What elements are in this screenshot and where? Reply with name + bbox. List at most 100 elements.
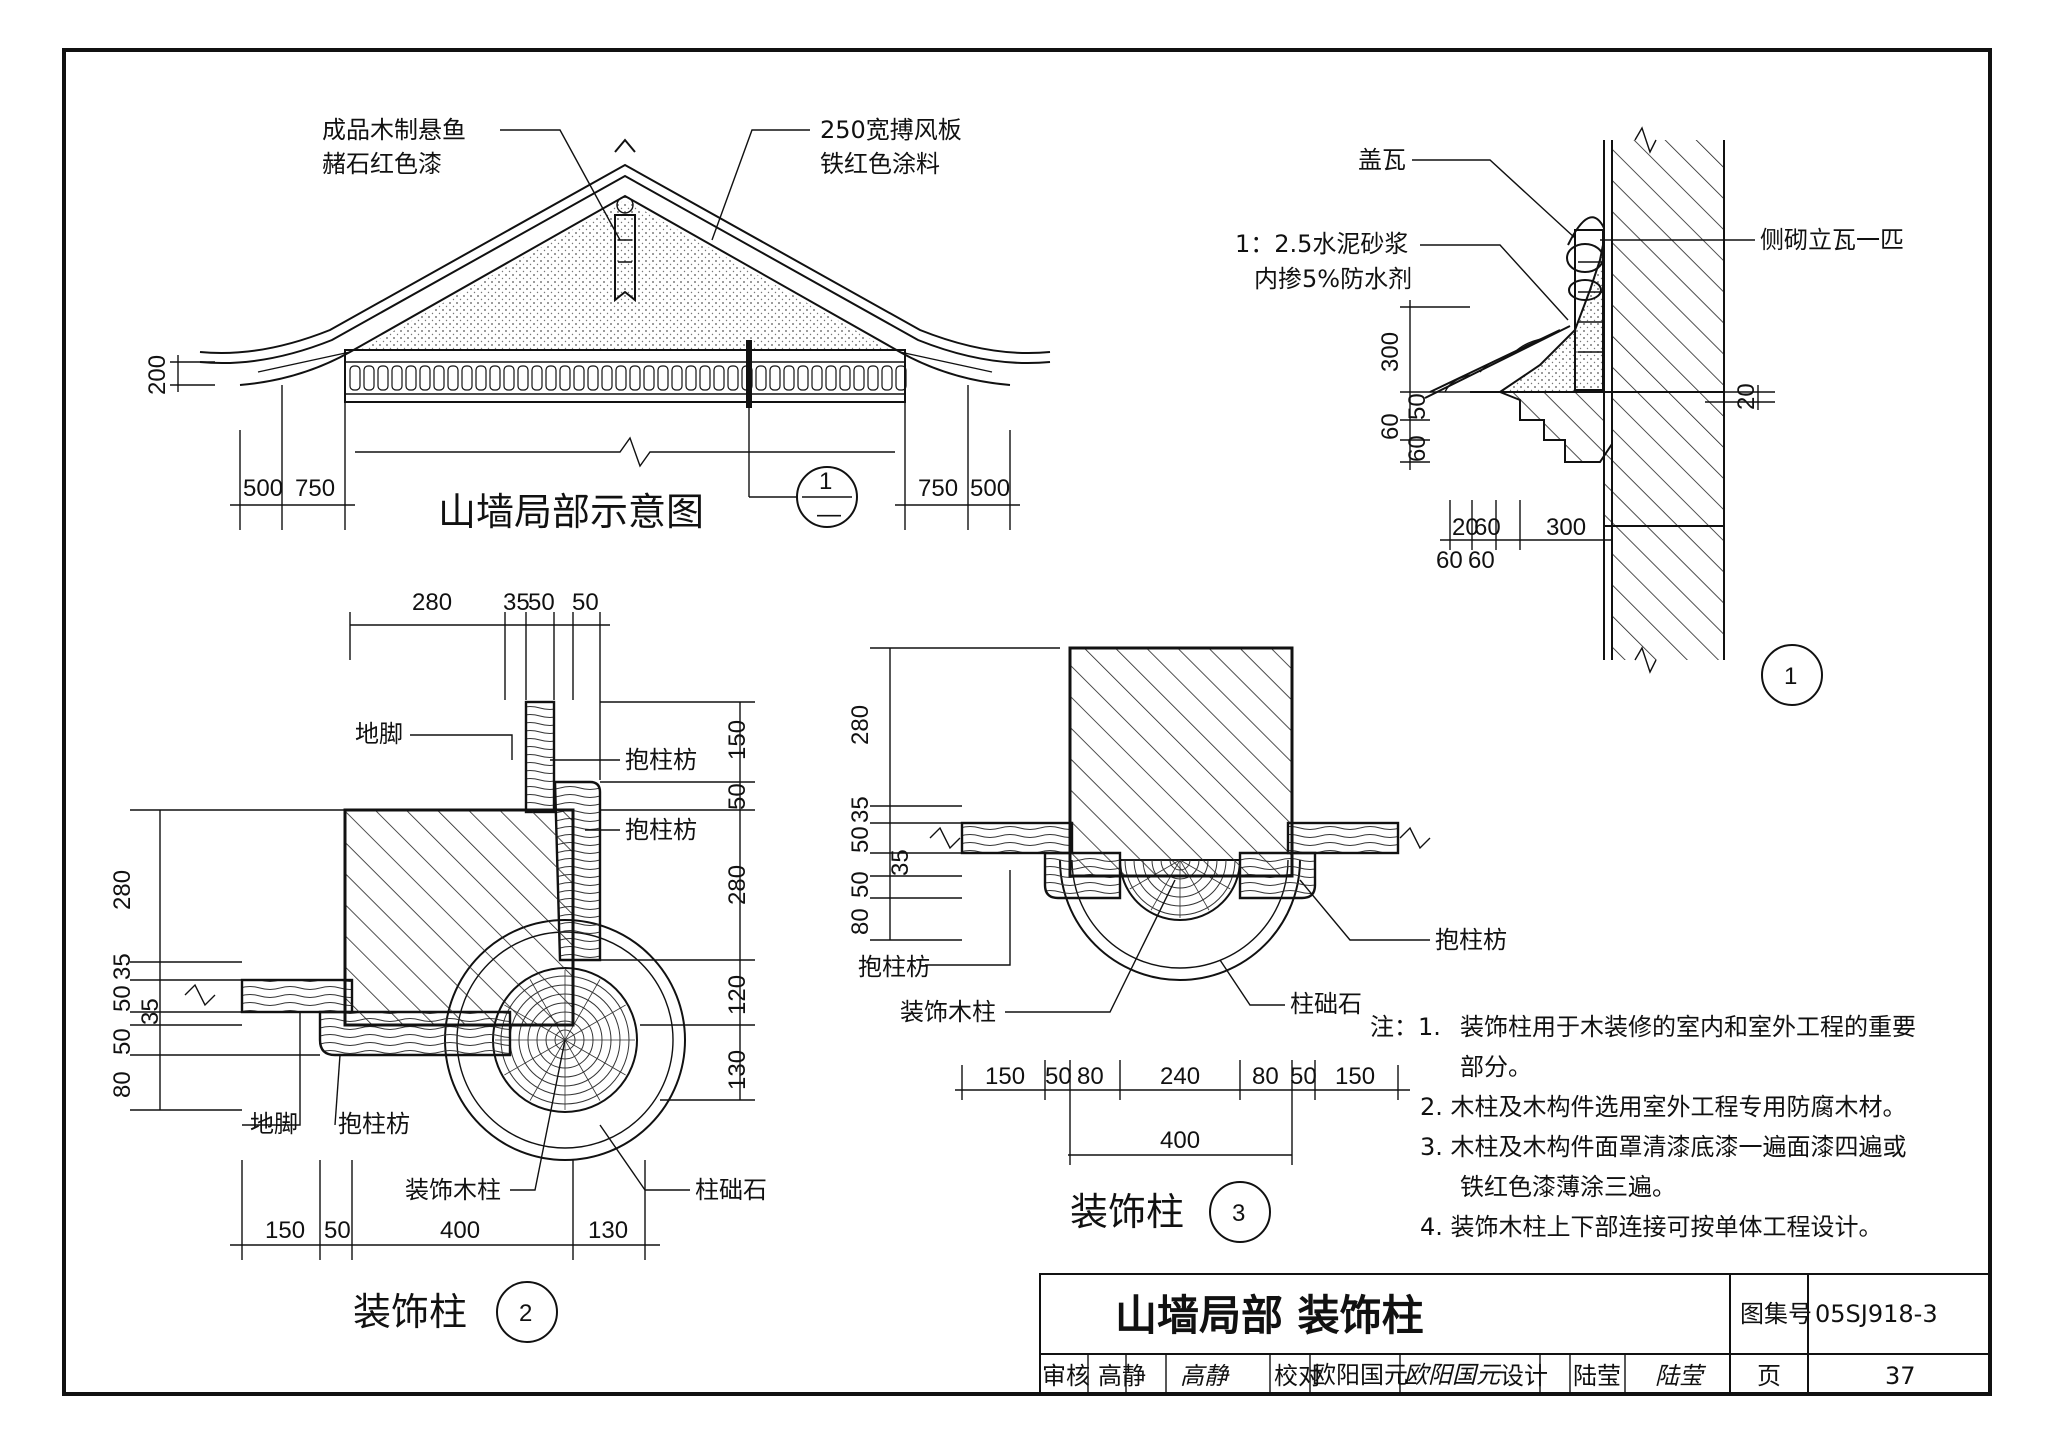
d3-caption: 装饰柱 xyxy=(1070,1190,1184,1234)
d2-mark: 2 xyxy=(519,1300,532,1327)
d1-label-mortar-1: 1：2.5水泥砂浆 xyxy=(1235,230,1408,258)
d1-mark: 1 xyxy=(1784,663,1797,690)
d2-dim-80-left: 80 xyxy=(109,1071,136,1098)
d2-label-baozhufang-2: 抱柱枋 xyxy=(625,816,697,844)
frieze-tooth xyxy=(489,365,501,391)
frieze-tooth xyxy=(657,365,669,391)
detail-1-eave-section: 300 50 60 60 20 20 60 300 60 60 盖瓦 1：2.5… xyxy=(1235,126,1904,706)
d2-dim-150-right: 150 xyxy=(724,720,751,760)
d3-dim-80: 80 xyxy=(847,908,874,935)
d2-dim-35-top: 35 xyxy=(503,589,530,616)
callout-fish-1: 成品木制悬鱼 xyxy=(322,116,466,144)
detail-2-corner-column: 280 35 50 50 150 50 280 120 130 280 35 5… xyxy=(109,589,767,1343)
note-3a: 3. 木柱及木构件面罩清漆底漆一遍面漆四遍或 xyxy=(1420,1133,1907,1161)
atlas-no-label: 图集号 xyxy=(1740,1300,1812,1328)
d2-label-baozhufang-1: 抱柱枋 xyxy=(625,746,697,774)
detail-3-wall-column: 280 35 50 35 50 80 150 50 80 240 80 50 1… xyxy=(847,646,1507,1243)
frieze-tooth xyxy=(405,365,417,391)
d2-dim-400-bottom: 400 xyxy=(440,1217,480,1244)
frieze-tooth xyxy=(895,365,907,391)
gable-elevation: 200 500 750 750 500 1 — 山墙局部示意图 成品木制悬鱼 赭… xyxy=(144,116,1051,534)
d2-label-base: 柱础石 xyxy=(695,1176,767,1204)
note-4: 4. 装饰木柱上下部连接可按单体工程设计。 xyxy=(1420,1213,1883,1241)
callout-board-1: 250宽搏风板 xyxy=(820,116,962,144)
frieze-tooth xyxy=(685,365,697,391)
hanging-fish-ornament xyxy=(614,196,636,303)
frieze-tooth xyxy=(755,365,767,391)
frieze-tooth xyxy=(643,365,655,391)
d1-dim-60-d: 60 xyxy=(1468,547,1495,574)
d1-dim-20-right: 20 xyxy=(1733,383,1760,410)
designer: 陆莹 xyxy=(1573,1362,1621,1390)
d3-dim-80-left: 80 xyxy=(1077,1063,1104,1090)
frieze-tooth xyxy=(419,365,431,391)
checker: 欧阳国元 xyxy=(1312,1361,1408,1389)
frieze-tooth xyxy=(461,365,473,391)
wood-ray xyxy=(564,1004,626,1041)
d3-dim-50-right: 50 xyxy=(1290,1063,1317,1090)
d1-dim-60-c: 60 xyxy=(1436,547,1463,574)
frieze-tooth xyxy=(881,365,893,391)
d2-dim-280-top: 280 xyxy=(412,589,452,616)
section-mark-bottom: — xyxy=(817,501,841,528)
d3-dim-50: 50 xyxy=(847,826,874,853)
callout-board-2: 铁红色涂料 xyxy=(820,150,940,178)
frieze-tooth xyxy=(531,365,543,391)
d2-label-baozhufang-3: 抱柱枋 xyxy=(338,1110,410,1138)
frieze-tooth xyxy=(503,365,515,391)
d2-dim-50-top-2: 50 xyxy=(572,589,599,616)
frieze-tooth xyxy=(811,365,823,391)
d3-dim-35-b: 35 xyxy=(887,849,914,876)
frieze-tooth xyxy=(475,365,487,391)
note-3b: 铁红色漆薄涂三遍。 xyxy=(1460,1173,1676,1201)
reviewer-sign: 高静 xyxy=(1180,1362,1230,1390)
d3-label-base: 柱础石 xyxy=(1290,990,1362,1018)
frieze-tooth xyxy=(601,365,613,391)
dim-500-left: 500 xyxy=(243,475,283,502)
d2-dim-50-bottom: 50 xyxy=(324,1217,351,1244)
d1-dim-60-a: 60 xyxy=(1377,413,1404,440)
d2-caption: 装饰柱 xyxy=(353,1290,467,1334)
sheet-border xyxy=(62,48,1992,1396)
review-label: 审核 xyxy=(1042,1362,1090,1390)
reviewer: 高静 xyxy=(1098,1362,1146,1390)
atlas-no: 05SJ918-3 xyxy=(1815,1300,1938,1328)
frieze-tooth xyxy=(699,365,711,391)
d1-dim-60-h: 60 xyxy=(1474,514,1501,541)
d3-mark: 3 xyxy=(1232,1200,1245,1227)
section-mark-circle xyxy=(796,466,858,528)
d3-dim-50-b: 50 xyxy=(847,871,874,898)
d1-label-mortar-2: 内掺5%防水剂 xyxy=(1254,265,1412,293)
frieze-tooth xyxy=(769,365,781,391)
dim-200: 200 xyxy=(144,355,171,395)
wood-ray xyxy=(564,1039,626,1076)
frieze-tooth xyxy=(825,365,837,391)
frieze-tooth xyxy=(783,365,795,391)
d2-dim-35-left-2: 35 xyxy=(137,998,164,1025)
d1-mark-circle xyxy=(1761,644,1823,706)
note-2: 2. 木柱及木构件选用室外工程专用防腐木材。 xyxy=(1420,1093,1907,1121)
d2-dim-150-bottom: 150 xyxy=(265,1217,305,1244)
d2-dim-50-left-2: 50 xyxy=(109,1028,136,1055)
d3-dim-280: 280 xyxy=(847,705,874,745)
frieze-tooth xyxy=(839,365,851,391)
section-mark-top: 1 xyxy=(819,468,832,495)
gable-caption: 山墙局部示意图 xyxy=(438,490,704,534)
frieze-tooth xyxy=(433,365,445,391)
frieze-tooth xyxy=(713,365,725,391)
d2-dim-120-right: 120 xyxy=(724,975,751,1015)
note-1a: 装饰柱用于木装修的室内和室外工程的重要 xyxy=(1460,1013,1916,1041)
frieze-tooth xyxy=(447,365,459,391)
d3-label-baozhufang-right: 抱柱枋 xyxy=(1435,926,1507,954)
d1-dim-20: 20 xyxy=(1452,514,1479,541)
frieze-tooth xyxy=(671,365,683,391)
d1-label-side: 侧砌立瓦一匹 xyxy=(1760,226,1904,254)
d1-dim-60-b: 60 xyxy=(1404,435,1431,462)
d1-dim-300-v: 300 xyxy=(1377,332,1404,372)
frieze-tooth xyxy=(867,365,879,391)
frieze-tooth xyxy=(629,365,641,391)
frieze-tooth xyxy=(545,365,557,391)
wood-ray xyxy=(529,1039,566,1101)
d3-label-column: 装饰木柱 xyxy=(900,998,996,1026)
